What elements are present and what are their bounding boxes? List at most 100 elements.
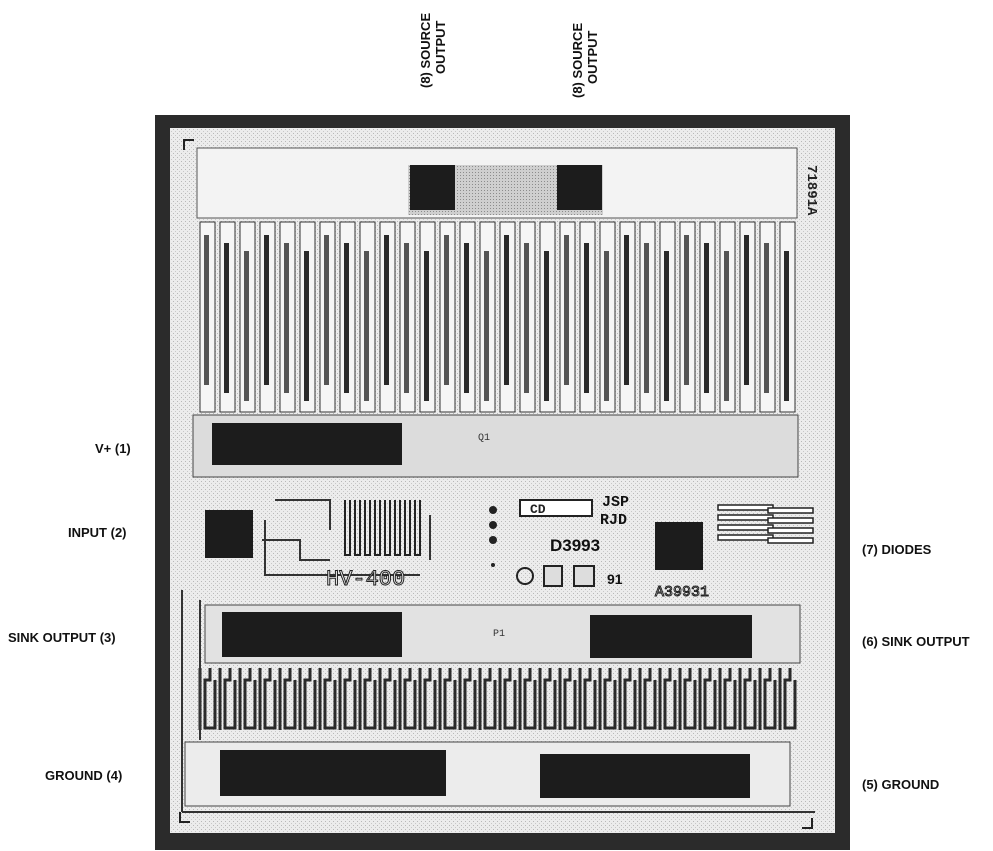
corner-mark-br	[802, 818, 813, 829]
lower-finger	[358, 668, 377, 730]
lower-finger	[498, 668, 517, 730]
lower-finger	[738, 668, 757, 730]
lower-finger-array	[198, 668, 797, 730]
lower-finger	[778, 668, 797, 730]
upper-finger-line	[684, 235, 689, 385]
serpentine-segment	[374, 500, 381, 556]
upper-finger-line	[244, 251, 249, 401]
logic-traces	[262, 499, 431, 576]
logo-circle	[516, 567, 534, 585]
lower-finger	[338, 668, 357, 730]
ground-pad-right	[540, 754, 750, 798]
diode-finger	[767, 527, 814, 534]
upper-finger-line	[664, 251, 669, 401]
test-dot	[489, 506, 497, 514]
diode-finger	[767, 507, 814, 514]
upper-finger-line	[204, 235, 209, 385]
test-dot	[491, 563, 495, 567]
upper-finger-line	[384, 235, 389, 385]
lower-finger	[658, 668, 677, 730]
upper-finger-line	[544, 251, 549, 401]
logo-m2	[573, 565, 595, 587]
upper-finger-line	[604, 251, 609, 401]
upper-finger-line	[284, 243, 289, 393]
upper-finger-line	[764, 243, 769, 393]
lower-finger	[458, 668, 477, 730]
upper-finger-line	[704, 243, 709, 393]
upper-finger-line	[564, 235, 569, 385]
upper-finger-line	[304, 251, 309, 401]
upper-finger-line	[224, 243, 229, 393]
lower-finger	[558, 668, 577, 730]
sink-output-left-label: SINK OUTPUT (3)	[8, 630, 116, 645]
lower-finger	[518, 668, 537, 730]
lower-finger	[698, 668, 717, 730]
input-serpentine	[344, 500, 421, 556]
serpentine-segment	[364, 500, 371, 556]
upper-finger-line	[344, 243, 349, 393]
lower-finger	[218, 668, 237, 730]
diode-finger	[717, 524, 774, 531]
ground-right-label: (5) GROUND	[862, 777, 940, 792]
lower-finger	[378, 668, 397, 730]
upper-finger-line	[624, 235, 629, 385]
upper-finger-line	[524, 243, 529, 393]
mask-id-text: A39931	[655, 584, 709, 601]
upper-finger-line	[424, 251, 429, 401]
diode-finger	[767, 537, 814, 544]
sink-output-pad-right	[590, 615, 752, 658]
lower-finger	[418, 668, 437, 730]
lower-finger	[278, 668, 297, 730]
upper-finger-line	[784, 251, 789, 401]
upper-finger-line	[584, 243, 589, 393]
diodes-pad	[655, 522, 703, 570]
input-pad	[205, 510, 253, 558]
lower-finger	[578, 668, 597, 730]
sink-output-right-label: (6) SINK OUTPUT	[862, 634, 970, 649]
source-output-pad-right	[557, 165, 602, 210]
upper-finger-line	[404, 243, 409, 393]
q1-text: Q1	[478, 433, 490, 444]
lower-finger	[758, 668, 777, 730]
corner-mark-bl	[179, 812, 190, 823]
lower-finger	[478, 668, 497, 730]
serpentine-segment	[394, 500, 401, 556]
vplus-label: V+ (1)	[95, 441, 131, 456]
test-dot	[489, 536, 497, 544]
diode-finger	[717, 504, 774, 511]
lower-finger	[638, 668, 657, 730]
serpentine-segment	[384, 500, 391, 556]
upper-finger-line	[364, 251, 369, 401]
serpentine-segment	[404, 500, 411, 556]
lower-finger	[258, 668, 277, 730]
upper-finger-line	[724, 251, 729, 401]
logo-m	[543, 565, 563, 587]
sink-output-pad-left	[222, 612, 402, 657]
corner-mark-tl	[183, 139, 194, 150]
test-dot	[489, 521, 497, 529]
ground-rails	[181, 590, 815, 813]
rjd-text: RJD	[600, 512, 627, 529]
die-code-span: 71891A	[803, 165, 819, 216]
diode-finger	[717, 514, 774, 521]
lower-finger	[618, 668, 637, 730]
upper-finger-line	[264, 235, 269, 385]
upper-finger-line	[644, 243, 649, 393]
upper-finger-line	[744, 235, 749, 385]
year-text: 91	[607, 571, 623, 587]
input-label: INPUT (2)	[68, 525, 127, 540]
serpentine-segment	[344, 500, 351, 556]
serpentine-segment	[354, 500, 361, 556]
upper-finger-line	[484, 251, 489, 401]
lower-finger	[598, 668, 617, 730]
lower-finger	[398, 668, 417, 730]
ground-left-label: GROUND (4)	[45, 768, 123, 783]
cd-box	[519, 499, 593, 517]
jsp-text: JSP	[602, 494, 629, 511]
hv-text: HV-400	[326, 567, 405, 592]
part-number-text: D3993	[550, 536, 600, 555]
lower-finger	[678, 668, 697, 730]
diode-finger	[767, 517, 814, 524]
upper-finger-line	[444, 235, 449, 385]
